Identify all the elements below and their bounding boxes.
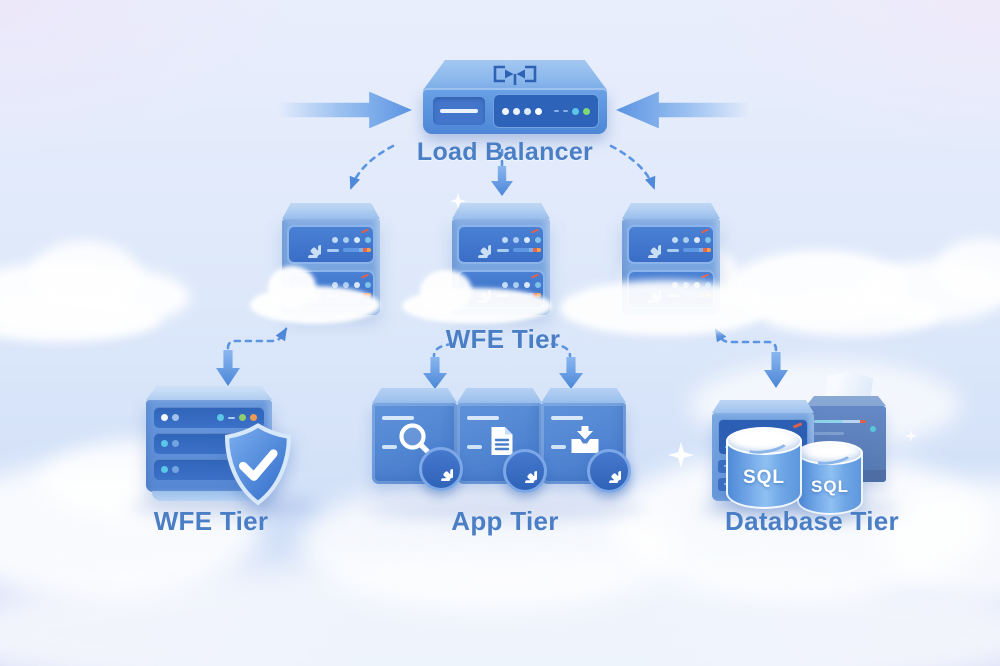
status-light-cyan (572, 107, 579, 115)
load-balancer-panel (493, 94, 599, 128)
gear-icon (635, 232, 661, 258)
server-top-face (712, 400, 814, 413)
gear-badge (503, 449, 547, 493)
sql-label: SQL (742, 467, 786, 488)
load-balancer-slot (433, 97, 485, 125)
status-dash (563, 110, 568, 112)
load-balancer-device (423, 60, 607, 136)
alert-tick (700, 228, 710, 234)
load-balancer-glyph-icon (493, 65, 537, 85)
gear-badge (587, 449, 631, 493)
alert-tick (530, 228, 540, 234)
gear-icon (295, 232, 321, 258)
status-light (502, 107, 509, 115)
server-panel (457, 225, 545, 264)
gear-icon (513, 459, 537, 483)
gear-icon (429, 457, 453, 481)
alert-tick (360, 228, 370, 234)
status-light (524, 107, 531, 115)
shadow (130, 496, 320, 518)
server-top-face (622, 203, 720, 219)
load-balancer-top-face (423, 60, 607, 90)
inbox-download-icon (571, 426, 599, 453)
status-bar (814, 420, 866, 423)
alert-tick (530, 273, 540, 279)
server-top-face (457, 388, 542, 403)
server-top-face (806, 396, 886, 406)
alert-tick (700, 273, 710, 279)
sql-label: SQL (811, 477, 849, 496)
load-balancer-front (423, 88, 607, 134)
document-icon (491, 427, 513, 455)
server-top-face (452, 203, 550, 219)
server-base (152, 491, 266, 501)
status-bar (814, 432, 844, 435)
cloud (760, 292, 940, 336)
shield-check-icon (224, 423, 292, 506)
server-panel (287, 225, 375, 264)
shadow (365, 498, 645, 520)
server-top-face (541, 388, 626, 403)
status-dash (554, 110, 559, 112)
load-balancer-label: Load Balancer (416, 138, 594, 166)
server-top-face (372, 388, 457, 403)
alert-tick (360, 273, 370, 279)
cloud (420, 270, 472, 312)
status-light (513, 107, 520, 115)
sql-database-2: SQL (797, 441, 863, 525)
server-top-face (282, 203, 380, 219)
cloud (268, 266, 316, 308)
cylinder-top (797, 441, 863, 468)
wfe-tier-label: WFE Tier (153, 506, 269, 536)
gear-badge (419, 447, 463, 491)
app-tier-label: App Tier (451, 506, 559, 536)
cloud (0, 558, 1000, 666)
database-tier-label: Database Tier (725, 506, 899, 536)
server-panel (627, 225, 715, 264)
cylinder-top (726, 427, 802, 457)
sql-database-1: SQL (726, 427, 802, 521)
gear-icon (465, 232, 491, 258)
gear-icon (597, 459, 621, 483)
cloud (560, 280, 770, 336)
wfe-mid-tier-label: WFE Tier (445, 324, 561, 354)
status-light (535, 107, 542, 115)
status-light-cyan (870, 426, 876, 432)
server-top-face (146, 386, 272, 400)
server-slot (154, 407, 264, 428)
status-light-green (583, 107, 590, 115)
cloud (0, 296, 160, 342)
